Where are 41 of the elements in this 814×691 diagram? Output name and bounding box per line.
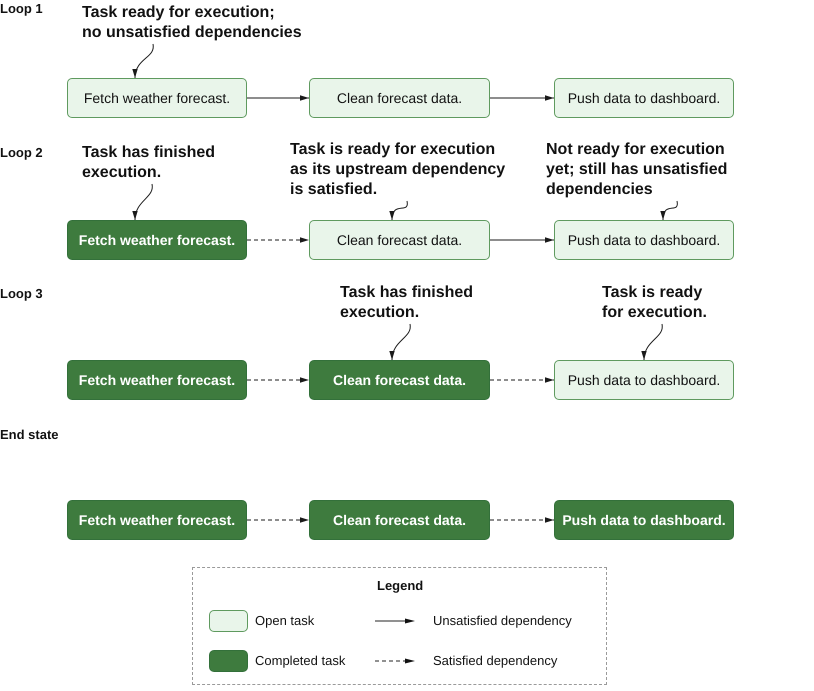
row-label: Loop 2 xyxy=(0,145,43,161)
task-box: Push data to dashboard. xyxy=(554,78,734,118)
annotation-text: Not ready for execution yet; still has unsatisfied dependencies xyxy=(546,140,728,200)
legend-text: Open task xyxy=(255,613,314,629)
task-box: Clean forecast data. xyxy=(309,500,490,540)
row-label: Loop 1 xyxy=(0,1,43,17)
legend-text: Satisfied dependency xyxy=(433,653,558,669)
leader-arrow xyxy=(133,184,153,220)
annotation-text: Task is ready for execution. xyxy=(602,283,707,323)
annotation-text: Task is ready for execution as its upstream dependency is satisfied. xyxy=(290,140,506,200)
solid-arrow xyxy=(246,95,310,101)
legend-text: Unsatisfied dependency xyxy=(433,613,572,629)
task-box: Fetch weather forecast. xyxy=(67,500,247,540)
task-box: Fetch weather forecast. xyxy=(67,360,247,400)
task-box: Clean forecast data. xyxy=(309,78,490,118)
task-box: Fetch weather forecast. xyxy=(67,78,247,118)
dashed-arrow xyxy=(490,517,554,523)
solid-arrow xyxy=(490,95,554,101)
leader-arrow xyxy=(661,200,678,220)
dashed-arrow xyxy=(246,377,310,383)
dashed-arrow xyxy=(246,517,310,523)
solid-arrow xyxy=(490,237,554,243)
leader-arrow xyxy=(133,44,154,78)
row-label: End state xyxy=(0,427,59,443)
leader-arrow xyxy=(642,324,663,360)
task-box: Clean forecast data. xyxy=(309,220,490,260)
task-box: Push data to dashboard. xyxy=(554,220,734,260)
leader-arrow xyxy=(390,324,411,360)
dashed-arrow xyxy=(490,377,554,383)
legend-text: Completed task xyxy=(255,653,346,669)
annotation-text: Task ready for execution; no unsatisfied dependencies xyxy=(82,3,302,43)
annotation-text: Task has finished execution. xyxy=(340,283,474,323)
legend-title: Legend xyxy=(377,578,424,594)
annotation-text: Task has finished execution. xyxy=(82,143,216,183)
task-box: Push data to dashboard. xyxy=(554,360,734,400)
task-box: Push data to dashboard. xyxy=(554,500,734,540)
task-box: Clean forecast data. xyxy=(309,360,490,400)
dashed-arrow xyxy=(246,237,310,243)
task-box: Fetch weather forecast. xyxy=(67,220,247,260)
leader-arrow xyxy=(390,200,408,220)
row-label: Loop 3 xyxy=(0,286,43,302)
